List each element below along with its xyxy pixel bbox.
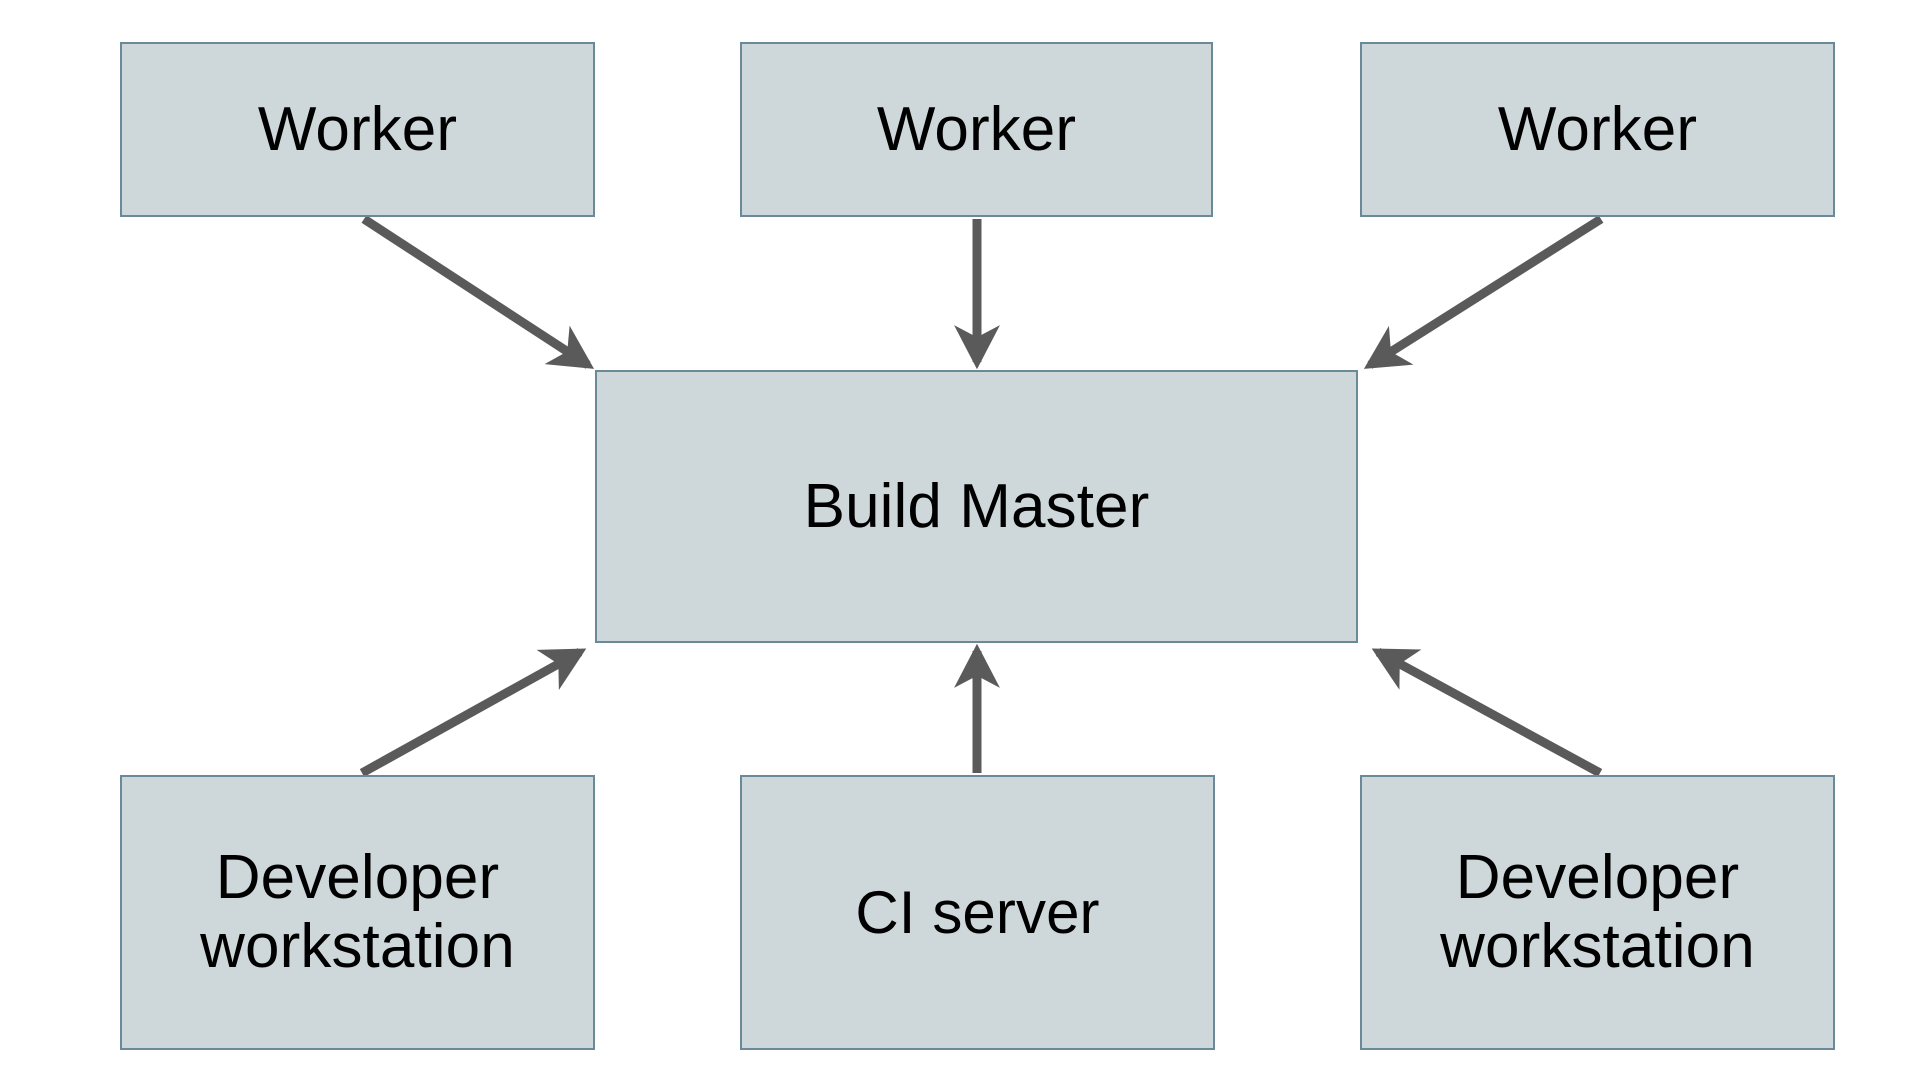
node-build-master-label: Build Master <box>803 471 1150 541</box>
node-dev-ws-left-label: Developer workstation <box>200 843 515 981</box>
node-worker-2[interactable]: Worker <box>740 42 1213 217</box>
node-worker-1-label: Worker <box>257 94 458 164</box>
node-build-master[interactable]: Build Master <box>595 370 1358 643</box>
node-worker-1[interactable]: Worker <box>120 42 595 217</box>
edge-dev-ws-right-to-master <box>1371 648 1603 777</box>
node-ci-server-label: CI server <box>855 878 1100 946</box>
node-dev-ws-right-label: Developer workstation <box>1440 843 1755 981</box>
node-worker-3[interactable]: Worker <box>1360 42 1835 217</box>
node-worker-3-label: Worker <box>1497 94 1698 164</box>
edge-worker-1-to-master <box>361 215 595 369</box>
edge-dev-ws-left-to-master <box>359 648 587 777</box>
node-dev-ws-left[interactable]: Developer workstation <box>120 775 595 1050</box>
node-worker-2-label: Worker <box>876 94 1077 164</box>
edge-worker-3-to-master <box>1363 215 1604 369</box>
node-dev-ws-right[interactable]: Developer workstation <box>1360 775 1835 1050</box>
node-ci-server[interactable]: CI server <box>740 775 1215 1050</box>
